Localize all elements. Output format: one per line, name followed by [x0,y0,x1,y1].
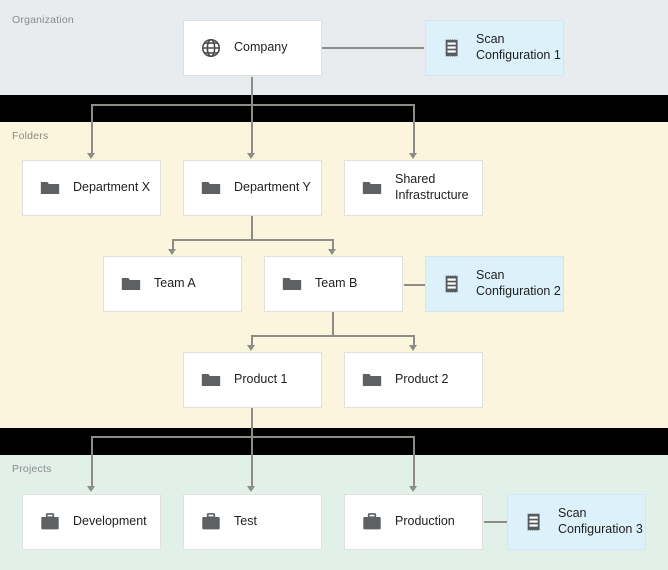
arrow-to-production [409,486,417,492]
edge-company-shared-drop [413,104,415,154]
arrow-to-test [247,486,255,492]
node-scan-configuration-3-label: Scan Configuration 3 [558,506,643,536]
node-department-y-label: Department Y [234,180,311,195]
arrow-to-product1 [247,345,255,351]
edge-teamb-scan2 [404,284,425,286]
node-shared-infrastructure-label: Shared Infrastructure [395,172,469,202]
node-scan-configuration-2-label: Scan Configuration 2 [476,268,561,298]
node-product-2[interactable]: Product 2 [344,352,483,408]
folder-icon [200,369,222,391]
node-development[interactable]: Development [22,494,161,550]
node-scan-configuration-1-label: Scan Configuration 1 [476,32,561,62]
node-team-b-label: Team B [315,276,358,291]
edge-product1-test-drop [251,436,253,487]
receipt-icon [524,511,546,533]
node-shared-infrastructure[interactable]: Shared Infrastructure [344,160,483,216]
node-scan-configuration-2[interactable]: Scan Configuration 2 [425,256,564,312]
edge-product1-stem [251,407,253,437]
edge-depty-teama-drop [172,239,174,251]
node-test[interactable]: Test [183,494,322,550]
arrow-to-product2 [409,345,417,351]
node-team-a[interactable]: Team A [103,256,242,312]
arrow-to-deptx [87,153,95,159]
edge-product1-prod-drop [413,436,415,487]
node-production-label: Production [395,514,455,529]
arrow-to-teama [168,249,176,255]
edge-company-depty-drop [251,104,253,154]
edge-company-stem [251,77,253,105]
node-product-1-label: Product 1 [234,372,288,387]
node-company[interactable]: Company [183,20,322,76]
node-development-label: Development [73,514,147,529]
node-team-a-label: Team A [154,276,196,291]
node-product-1[interactable]: Product 1 [183,352,322,408]
node-product-2-label: Product 2 [395,372,449,387]
briefcase-icon [200,511,222,533]
node-department-x[interactable]: Department X [22,160,161,216]
folder-icon [281,273,303,295]
node-test-label: Test [234,514,257,529]
edge-company-scan1 [322,47,424,49]
arrow-to-shared [409,153,417,159]
node-company-label: Company [234,40,288,55]
node-scan-configuration-1[interactable]: Scan Configuration 1 [425,20,564,76]
folder-icon [120,273,142,295]
edge-company-deptx-drop [91,104,93,154]
receipt-icon [442,37,464,59]
edge-production-scan3 [484,521,507,523]
node-team-b[interactable]: Team B [264,256,403,312]
arrow-to-development [87,486,95,492]
edge-teamb-bus [251,335,413,337]
edge-teamb-product2-drop [413,335,415,347]
projects-band-label: Projects [12,463,52,475]
arrow-to-teamb [328,249,336,255]
briefcase-icon [361,511,383,533]
receipt-icon [442,273,464,295]
folder-icon [200,177,222,199]
node-scan-configuration-3[interactable]: Scan Configuration 3 [507,494,646,550]
globe-icon [200,37,222,59]
edge-depty-stem [251,215,253,240]
node-production[interactable]: Production [344,494,483,550]
folder-icon [39,177,61,199]
folder-icon [361,177,383,199]
organization-band-label: Organization [12,14,74,26]
edge-teamb-stem [332,311,334,336]
edge-product1-dev-drop [91,436,93,487]
node-department-y[interactable]: Department Y [183,160,322,216]
briefcase-icon [39,511,61,533]
edge-teamb-product1-drop [251,335,253,347]
edge-depty-teamb-drop [332,239,334,251]
folders-band-label: Folders [12,130,49,142]
edge-depty-bus [172,239,333,241]
folder-icon [361,369,383,391]
arrow-to-depty [247,153,255,159]
node-department-x-label: Department X [73,180,151,195]
